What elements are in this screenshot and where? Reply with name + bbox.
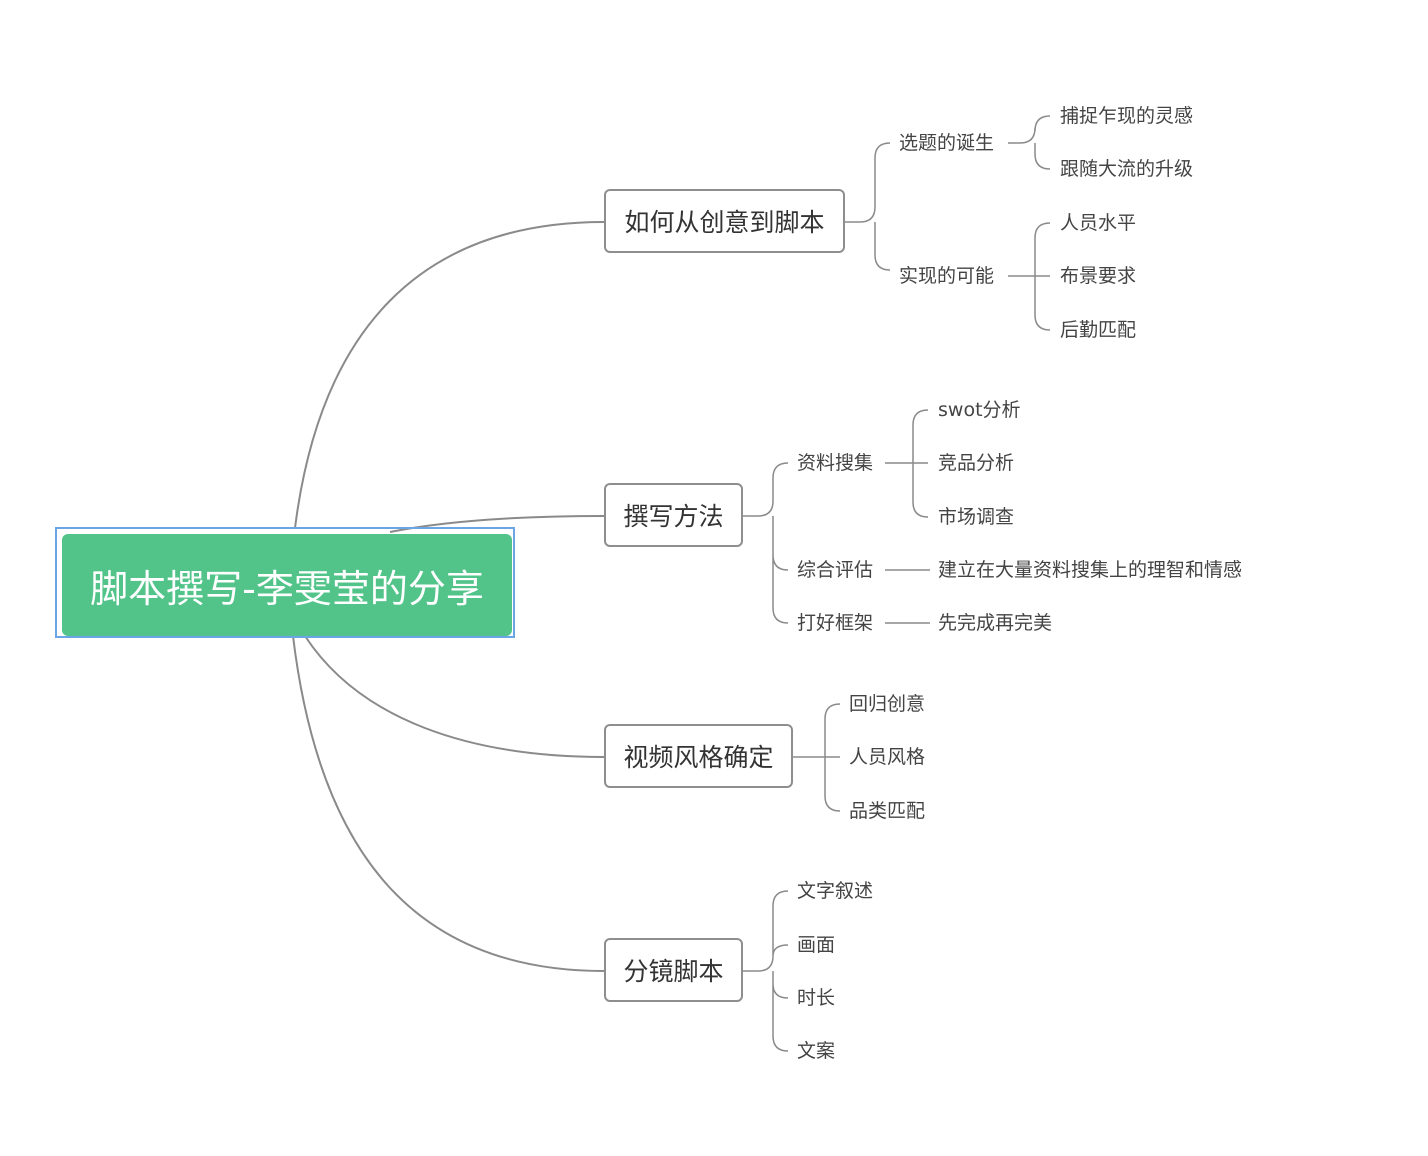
leaf-swot[interactable]: swot分析	[938, 399, 1021, 421]
branch-writing-method[interactable]: 撰写方法	[604, 483, 743, 547]
leaf-logistics-match[interactable]: 后勤匹配	[1060, 319, 1137, 341]
leaf-capture-inspiration[interactable]: 捕捉乍现的灵感	[1060, 105, 1194, 127]
connector-root-branch-2	[304, 635, 605, 758]
connector-root-branch-3	[292, 635, 605, 972]
subtopic-topic-origin[interactable]: 选题的诞生	[899, 132, 995, 154]
subtopic-staff-style[interactable]: 人员风格	[849, 746, 926, 768]
branch-creative-to-script[interactable]: 如何从创意到脚本	[604, 189, 845, 253]
bracket-branch-2	[793, 703, 841, 812]
leaf-staff-level[interactable]: 人员水平	[1060, 212, 1137, 234]
branch-storyboard[interactable]: 分镜脚本	[604, 938, 743, 1002]
connector-root-branch-0	[294, 221, 605, 529]
subtopic-category-match[interactable]: 品类匹配	[849, 800, 926, 822]
subtopic-evaluation[interactable]: 综合评估	[797, 559, 874, 581]
bracket-branch-1	[743, 462, 789, 624]
root-selection-frame	[55, 527, 515, 638]
bracket-branch-0	[845, 142, 891, 271]
bracket-research	[885, 409, 929, 518]
subtopic-copywriting[interactable]: 文案	[797, 1040, 836, 1062]
leaf-done-before-perfect[interactable]: 先完成再完美	[938, 612, 1053, 634]
bracket-topic-selection	[1008, 115, 1051, 170]
subtopic-framework[interactable]: 打好框架	[797, 612, 874, 634]
leaf-market-survey[interactable]: 市场调查	[938, 506, 1015, 528]
leaf-follow-trend[interactable]: 跟随大流的升级	[1060, 158, 1194, 180]
subtopic-visuals[interactable]: 画面	[797, 934, 836, 956]
bracket-feasibility	[1008, 222, 1051, 331]
subtopic-return-creativity[interactable]: 回归创意	[849, 693, 926, 715]
root-topic[interactable]: 脚本撰写-李雯莹的分享	[62, 534, 512, 636]
branch-video-style[interactable]: 视频风格确定	[604, 724, 793, 788]
leaf-competitor-analysis[interactable]: 竞品分析	[938, 452, 1015, 474]
subtopic-research[interactable]: 资料搜集	[797, 452, 874, 474]
bracket-branch-3	[743, 890, 789, 1052]
subtopic-feasibility[interactable]: 实现的可能	[899, 265, 995, 287]
leaf-reason-emotion[interactable]: 建立在大量资料搜集上的理智和情感	[938, 559, 1243, 581]
leaf-set-requirements[interactable]: 布景要求	[1060, 265, 1137, 287]
subtopic-duration[interactable]: 时长	[797, 987, 836, 1009]
subtopic-text-narration[interactable]: 文字叙述	[797, 880, 874, 902]
